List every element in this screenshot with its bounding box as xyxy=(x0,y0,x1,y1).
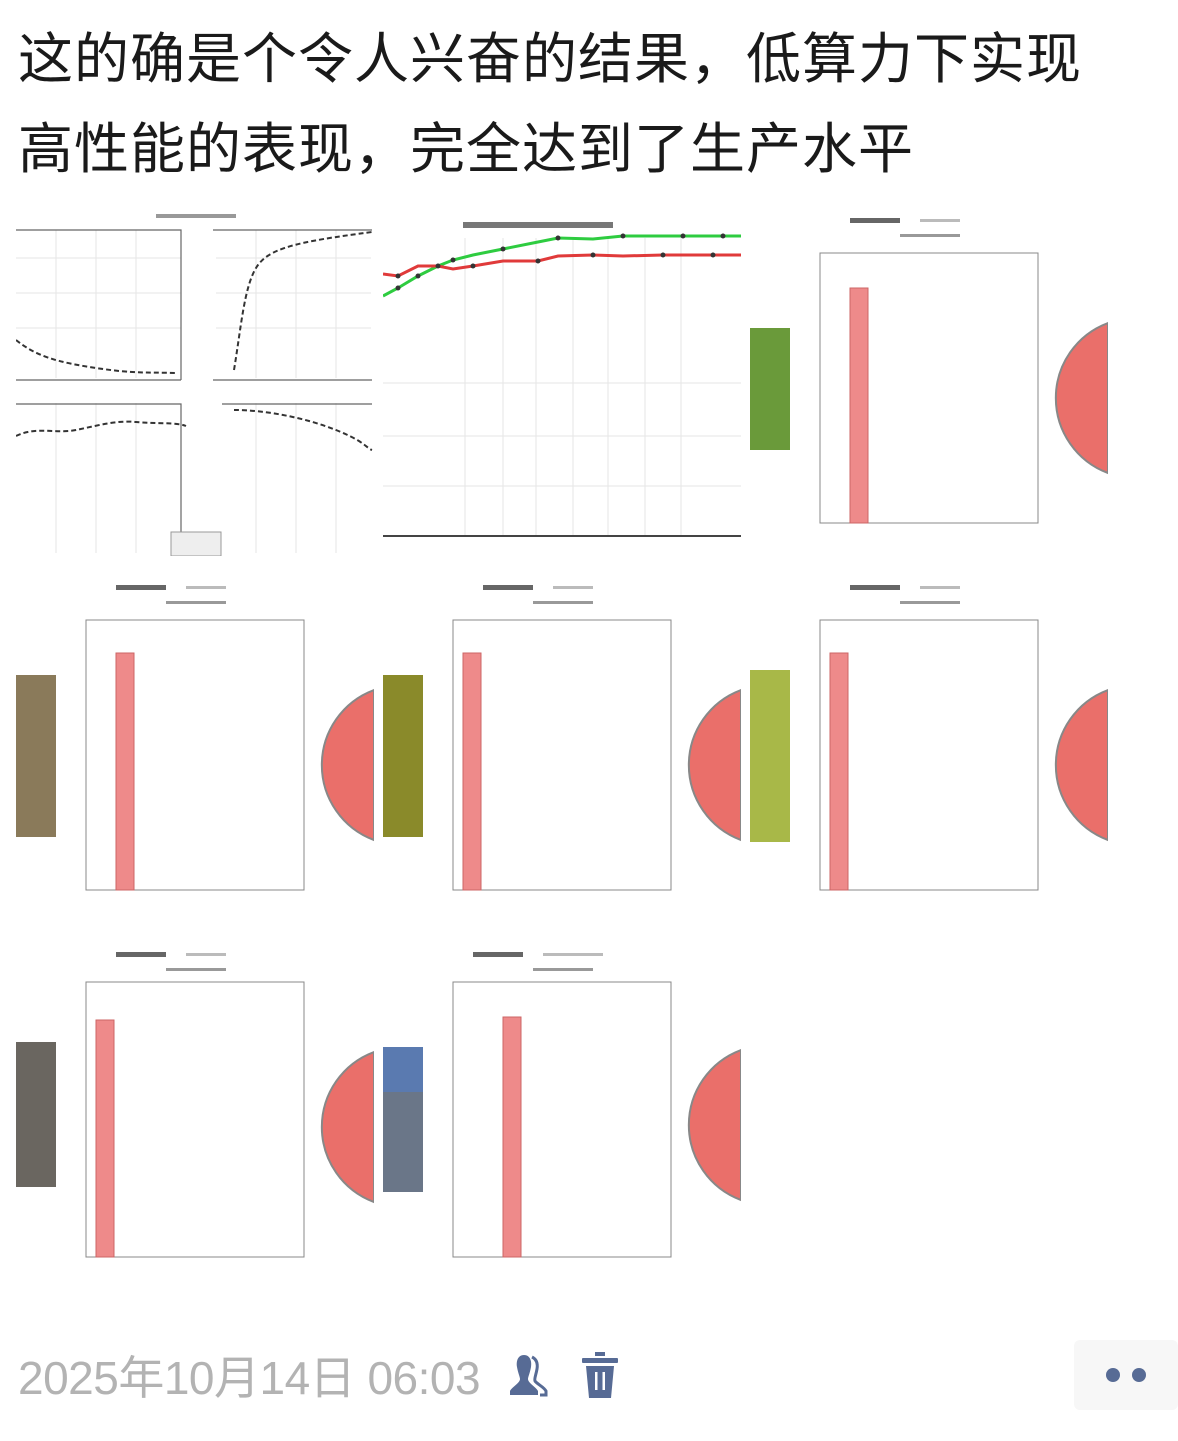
prediction-result-figure xyxy=(383,932,741,1290)
grid-image-7[interactable] xyxy=(16,932,374,1290)
grid-image-1[interactable] xyxy=(16,198,374,556)
accuracy-line-chart xyxy=(383,198,741,556)
post-text-line-2: 高性能的表现，完全达到了生产水平 xyxy=(18,117,915,181)
prediction-result-figure xyxy=(16,565,374,923)
grid-image-6[interactable] xyxy=(750,565,1108,923)
grid-image-2[interactable] xyxy=(383,198,741,556)
grid-image-5[interactable] xyxy=(383,565,741,923)
more-dot-icon xyxy=(1106,1368,1120,1382)
prediction-result-figure xyxy=(750,198,1108,556)
image-grid xyxy=(16,198,1116,1318)
training-curves-figure xyxy=(16,198,374,556)
grid-image-4[interactable] xyxy=(16,565,374,923)
more-options-button[interactable] xyxy=(1074,1340,1178,1410)
post-text: 这的确是个令人兴奋的结果，低算力下实现 高性能的表现，完全达到了生产水平 xyxy=(18,14,1178,194)
friends-visibility-icon[interactable] xyxy=(498,1351,550,1399)
post-text-line-1: 这的确是个令人兴奋的结果，低算力下实现 xyxy=(18,27,1083,91)
prediction-result-figure xyxy=(16,932,374,1290)
prediction-result-figure xyxy=(383,565,741,923)
delete-trash-icon[interactable] xyxy=(578,1350,622,1400)
more-dot-icon xyxy=(1132,1368,1146,1382)
grid-image-3[interactable] xyxy=(750,198,1108,556)
prediction-result-figure xyxy=(750,565,1108,923)
post-footer: 2025年10月14日 06:03 xyxy=(18,1340,622,1410)
grid-image-8[interactable] xyxy=(383,932,741,1290)
post-timestamp: 2025年10月14日 06:03 xyxy=(18,1352,481,1404)
